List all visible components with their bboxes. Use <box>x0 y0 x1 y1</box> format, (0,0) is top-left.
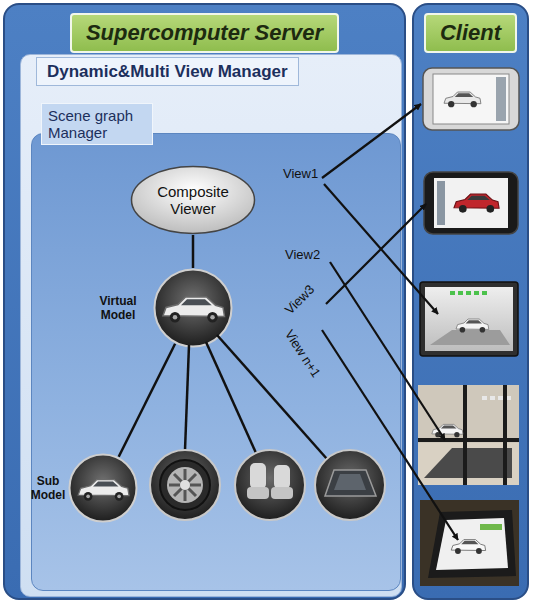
display-wall-client <box>418 385 519 485</box>
connector-line <box>192 235 195 268</box>
scene-box: Scene graph Manager <box>41 103 153 145</box>
tablet-client <box>420 500 519 586</box>
viewer-ellipse: Composite Viewer <box>130 165 256 235</box>
side-label: Virtual Model <box>89 294 147 322</box>
side-label: Sub Model <box>30 474 66 502</box>
header-box: Supercomputer Server <box>70 13 339 53</box>
model-illustration <box>68 453 138 523</box>
roof-sub-model <box>315 450 385 520</box>
view-arrows <box>322 104 458 540</box>
view-label: View1 <box>283 166 318 181</box>
mgr-box: Dynamic&Multi View Manager <box>36 57 299 86</box>
header-box: Client <box>424 13 517 53</box>
ellipse-text: Composite Viewer <box>130 165 256 235</box>
model-circle: Virtual Model <box>153 268 233 348</box>
connector-line <box>119 344 175 457</box>
wheel-sub-model <box>150 450 220 520</box>
seats-sub-model <box>235 450 305 520</box>
phone-client <box>424 172 518 234</box>
model-illustration <box>153 268 233 348</box>
sub-model-circle: Sub Model <box>68 453 138 523</box>
monitor-client <box>420 282 518 356</box>
view-label: View2 <box>285 247 320 262</box>
phone-client <box>423 68 519 130</box>
